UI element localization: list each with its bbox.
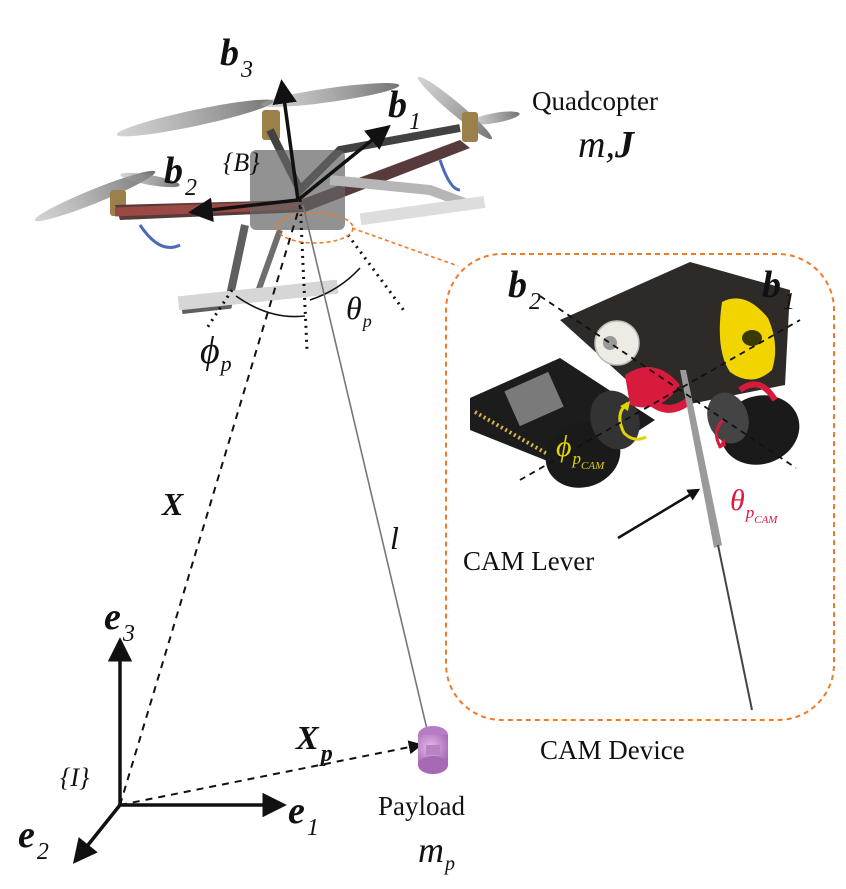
label-cam-b1: b1 (762, 264, 795, 315)
position-vector-Xp (119, 740, 423, 806)
payload-mass (418, 726, 448, 774)
e2-axis-arrow (72, 803, 122, 864)
b1-projection-line (346, 234, 407, 313)
position-vector-X (119, 204, 301, 806)
body-frame-axes (188, 79, 391, 222)
b1-axis-arrow (296, 124, 391, 202)
propeller-front-left (116, 83, 400, 137)
label-cable-length: l (390, 520, 399, 556)
label-phi-p: ϕp (200, 330, 232, 376)
cam-device-inset-border (445, 253, 835, 721)
label-e1: e1 (288, 790, 319, 841)
cable-line (302, 204, 431, 743)
inertial-frame-axes (72, 637, 287, 864)
label-e3: e3 (104, 596, 135, 647)
cable-angle-construction (205, 199, 459, 351)
cam-lever-label: CAM Lever (463, 546, 595, 576)
label-Xp: Xp (296, 720, 333, 767)
label-mp: mp (418, 830, 455, 875)
label-e2: e2 (18, 814, 49, 865)
label-cam-b2: b2 (508, 264, 541, 315)
cam-zoom-leader (351, 227, 459, 267)
label-frame-B: {B} (223, 148, 260, 177)
theta-p-arc (309, 267, 361, 301)
propeller-back-left (34, 170, 180, 222)
label-frame-I: {I} (60, 763, 90, 792)
cam-b2-axis (539, 295, 797, 469)
cam-device-label: CAM Device (540, 735, 685, 765)
quadcopter-parameters: m,J (578, 124, 634, 166)
label-theta-cam: θpCAM (730, 484, 778, 526)
phi-p-arc (235, 295, 306, 318)
label-b2: b2 (164, 150, 197, 201)
quadcopter-title: Quadcopter (532, 86, 658, 116)
b3-axis-arrow (272, 79, 300, 201)
label-b3: b3 (220, 32, 253, 83)
label-b1: b1 (388, 84, 421, 135)
payload-title: Payload (378, 791, 465, 821)
b2-axis-arrow (188, 197, 299, 222)
cam-lever-pointer-arrow (617, 488, 701, 540)
label-phi-cam: ϕpCAM (556, 430, 605, 472)
label-theta-p: θp (346, 290, 372, 331)
cam-b1-axis (519, 319, 801, 481)
label-X: X (162, 486, 184, 522)
quadcopter-illustration (34, 76, 520, 314)
b2-projection-line (205, 289, 234, 329)
